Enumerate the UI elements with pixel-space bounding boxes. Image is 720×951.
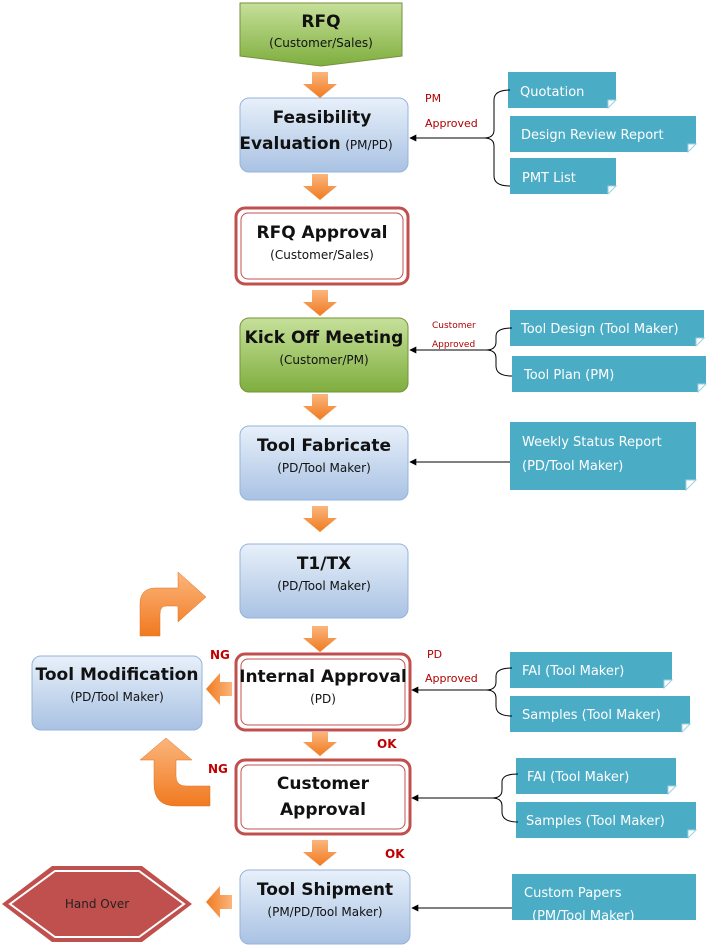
step-internal-approval: Internal Approval (PD) <box>234 652 412 732</box>
doc-tool-plan: Tool Plan (PM) <box>512 356 708 394</box>
step-customer-approval: Customer Approval <box>234 758 412 836</box>
shipment-sub: (PM/PD/Tool Maker) <box>267 905 382 919</box>
arrow-down-1 <box>303 72 337 98</box>
doc-custom-text1: Custom Papers <box>524 886 622 901</box>
step-t1tx: T1/TX (PD/Tool Maker) <box>239 543 409 619</box>
label-customer: Customer <box>432 321 476 331</box>
step-rfq-approval: RFQ Approval (Customer/Sales) <box>234 206 410 286</box>
kickoff-title: Kick Off Meeting <box>245 328 404 348</box>
rfq-title: RFQ <box>301 12 340 32</box>
rfq-approval-title: RFQ Approval <box>256 223 387 243</box>
label-approved-3: Approved <box>425 672 478 685</box>
label-approved-1: Approved <box>425 117 478 130</box>
t1tx-title: T1/TX <box>297 554 351 574</box>
arrow-left-ng <box>206 673 232 705</box>
modification-sub: (PD/Tool Maker) <box>70 690 164 704</box>
doc-fai-1: FAI (Tool Maker) <box>510 652 674 690</box>
step-fabricate: Tool Fabricate (PD/Tool Maker) <box>239 425 409 501</box>
step-tool-modification: Tool Modification (PD/Tool Maker) <box>31 655 203 731</box>
doc-quotation: Quotation <box>508 72 618 110</box>
label-pd: PD <box>427 648 442 661</box>
curved-arrow-up-right <box>139 571 207 637</box>
doc-design-review: Design Review Report <box>510 116 698 154</box>
arrow-down-5 <box>303 506 337 532</box>
label-ok-2: OK <box>385 847 405 861</box>
internal-sub: (PD) <box>310 692 336 706</box>
rfq-approval-sub: (Customer/Sales) <box>270 248 374 262</box>
feasibility-title1: Feasibility <box>273 108 372 128</box>
doc-custom-papers: Custom Papers (PM/Tool Maker) <box>512 874 698 932</box>
arrow-down-7 <box>303 732 337 756</box>
step-tool-shipment: Tool Shipment (PM/PD/Tool Maker) <box>239 869 411 945</box>
doc-samples-2: Samples (Tool Maker) <box>516 802 698 840</box>
label-ok-1: OK <box>377 737 397 751</box>
curved-arrow-return <box>139 737 211 807</box>
modification-title: Tool Modification <box>36 665 199 685</box>
doc-weekly-text2: (PD/Tool Maker) <box>522 459 623 474</box>
label-ng-1: NG <box>210 648 230 662</box>
t1tx-sub: (PD/Tool Maker) <box>277 579 371 593</box>
doc-tool-plan-text: Tool Plan (PM) <box>523 368 614 383</box>
doc-samples-1-text: Samples (Tool Maker) <box>522 708 661 723</box>
arrow-down-6 <box>303 626 337 652</box>
doc-fai-2-text: FAI (Tool Maker) <box>527 770 629 785</box>
label-ng-2: NG <box>208 762 228 776</box>
step-rfq: RFQ (Customer/Sales) <box>239 2 403 67</box>
label-approved-2: Approved <box>432 340 475 350</box>
arrow-down-2 <box>303 174 337 200</box>
connectors <box>409 89 519 912</box>
label-pm: PM <box>425 92 441 105</box>
customer-approval-title1: Customer <box>277 774 370 794</box>
kickoff-sub: (Customer/PM) <box>279 353 368 367</box>
fabricate-title: Tool Fabricate <box>257 436 391 456</box>
step-handover: Hand Over <box>2 866 192 942</box>
doc-samples-2-text: Samples (Tool Maker) <box>526 814 665 829</box>
arrow-down-4 <box>303 394 337 420</box>
doc-pmt-list: PMT List <box>510 158 618 196</box>
arrow-left-handover <box>206 886 232 918</box>
doc-weekly-status: Weekly Status Report (PD/Tool Maker) <box>510 422 698 492</box>
doc-pmt-list-text: PMT List <box>522 171 576 186</box>
doc-quotation-text: Quotation <box>520 85 584 100</box>
doc-tool-design-text: Tool Design (Tool Maker) <box>520 322 679 337</box>
flow-arrows <box>139 72 337 918</box>
doc-samples-1: Samples (Tool Maker) <box>510 696 692 734</box>
doc-weekly-text1: Weekly Status Report <box>522 435 662 450</box>
step-feasibility: Feasibility Evaluation (PM/PD) <box>239 97 409 173</box>
internal-title: Internal Approval <box>239 667 407 687</box>
doc-tool-design: Tool Design (Tool Maker) <box>510 310 706 348</box>
feasibility-sub: (PM/PD) <box>345 138 392 152</box>
handover-label: Hand Over <box>65 897 129 911</box>
rfq-sub: (Customer/Sales) <box>269 36 373 50</box>
arrow-down-8 <box>303 840 337 866</box>
step-kickoff: Kick Off Meeting (Customer/PM) <box>239 317 409 393</box>
doc-design-review-text: Design Review Report <box>521 128 664 143</box>
arrow-down-3 <box>303 290 337 316</box>
documents: Quotation Design Review Report PMT List … <box>508 72 708 932</box>
labels: PM Approved Customer Approved PD Approve… <box>208 92 478 861</box>
customer-approval-title2: Approval <box>280 800 366 820</box>
doc-fai-1-text: FAI (Tool Maker) <box>522 664 624 679</box>
feasibility-title2: Evaluation <box>239 134 340 154</box>
fabricate-sub: (PD/Tool Maker) <box>277 461 371 475</box>
doc-fai-2: FAI (Tool Maker) <box>516 758 678 796</box>
shipment-title: Tool Shipment <box>257 880 393 900</box>
